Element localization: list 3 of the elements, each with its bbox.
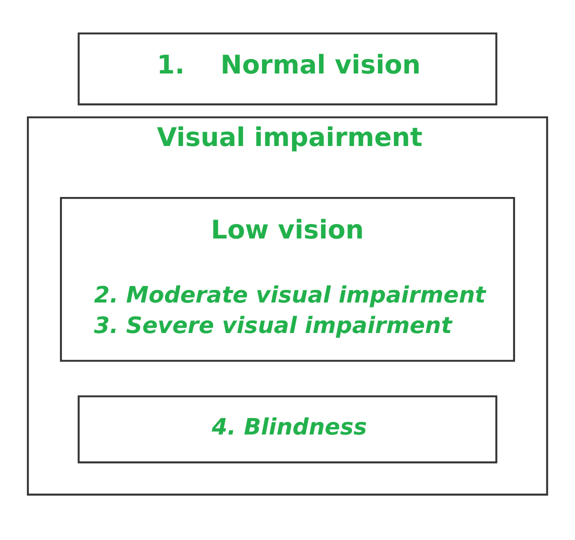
node-box: 4. Blindness bbox=[78, 394, 498, 463]
node-box: 1. Normal vision bbox=[78, 32, 498, 105]
node-box: Low vision 2. Moderate visual impairment 3. Severe visual impairment bbox=[60, 196, 516, 362]
